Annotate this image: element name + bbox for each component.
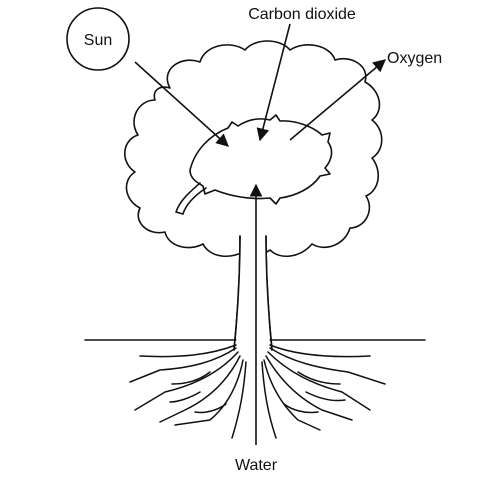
root [231, 361, 247, 439]
root [261, 361, 277, 439]
root [134, 351, 239, 411]
root [171, 371, 211, 385]
leaf-stem [175, 182, 207, 215]
root [267, 351, 371, 411]
trunk-left-edge [233, 235, 241, 351]
carbon-dioxide-label: Carbon dioxide [248, 6, 356, 23]
root [305, 391, 346, 402]
carbon-dioxide-arrow [256, 23, 291, 142]
oxygen-label: Oxygen [387, 50, 442, 67]
root [139, 344, 237, 358]
root [169, 391, 201, 403]
root [174, 359, 244, 426]
root [265, 355, 353, 421]
root [269, 344, 371, 358]
trunk-right-edge [265, 235, 273, 351]
root [129, 347, 237, 383]
root [269, 347, 386, 385]
tree-roots [129, 344, 386, 439]
root [283, 403, 319, 414]
trunk-fill [236, 237, 270, 348]
sun-label: Sun [84, 32, 112, 49]
water-label: Water [235, 457, 278, 474]
root [159, 355, 241, 423]
sun-circle [66, 7, 130, 71]
root [263, 359, 321, 431]
oxygen-arrow [289, 59, 386, 141]
root [297, 371, 341, 385]
root [194, 403, 227, 414]
sun-to-leaf-arrow [134, 61, 229, 147]
